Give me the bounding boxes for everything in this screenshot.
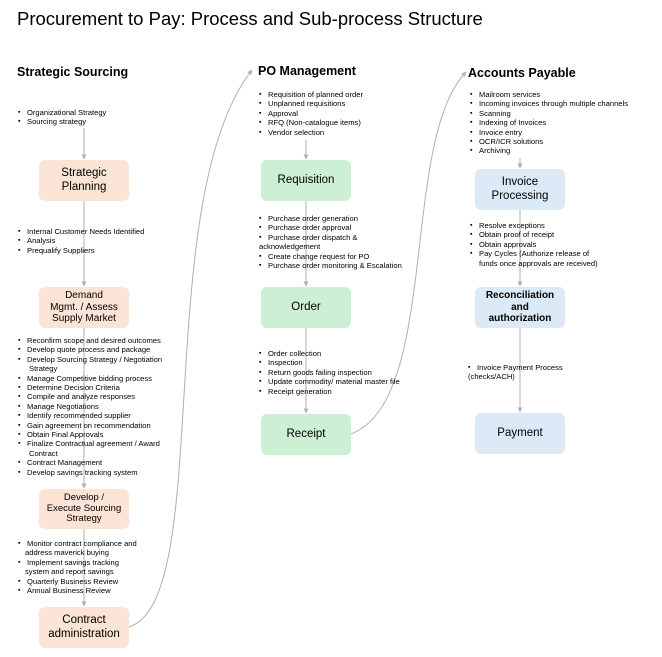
box-reconciliation-authorization: Reconciliation and authorization bbox=[475, 287, 565, 328]
list-item: Strategy bbox=[29, 364, 58, 374]
list-item: system and report savings bbox=[25, 567, 114, 577]
box-line: administration bbox=[48, 627, 120, 640]
box-requisition: Requisition bbox=[261, 160, 351, 201]
list-item: Compile and analyze responses bbox=[18, 392, 162, 402]
list-item: Contract Management bbox=[18, 458, 162, 468]
list-item: Develop savings tracking system bbox=[18, 468, 162, 478]
list-item: Manage Competitive bidding process bbox=[18, 374, 162, 384]
box-line: Execute Sourcing bbox=[46, 502, 122, 514]
list-item: Purchase order dispatch & bbox=[259, 233, 402, 243]
list-item: Annual Business Review bbox=[18, 586, 137, 596]
list-item: Approval bbox=[259, 109, 363, 119]
list-item: Indexing of Invoices bbox=[470, 118, 628, 128]
list-item: Unplanned requisitions bbox=[259, 99, 363, 109]
list-item: Reconfirm scope and desired outcomes bbox=[18, 336, 162, 346]
heading-strategic-sourcing: Strategic Sourcing bbox=[17, 65, 129, 79]
box-line: Reconciliation bbox=[485, 290, 555, 302]
list-item: Return goods failing inspection bbox=[259, 368, 400, 378]
list-item: funds once approvals are received) bbox=[479, 258, 598, 268]
list-item: Identify recommended supplier bbox=[18, 411, 162, 421]
list-item: Vendor selection bbox=[259, 128, 363, 138]
box-contract-administration: Contract administration bbox=[39, 607, 129, 648]
box-order: Order bbox=[261, 287, 351, 328]
list-item: address maverick buying bbox=[25, 548, 109, 558]
box-line: Strategic bbox=[61, 167, 107, 180]
box-line: Invoice bbox=[501, 176, 539, 189]
list-item: Develop quote process and package bbox=[18, 345, 162, 355]
list-item: Requisition of planned order bbox=[259, 90, 363, 100]
list-item: Manage Negotiations bbox=[18, 402, 162, 412]
list-item: (checks/ACH) bbox=[468, 372, 515, 382]
heading-accounts-payable: Accounts Payable bbox=[468, 66, 576, 80]
list-item: Analysis bbox=[18, 236, 144, 246]
box-line: Mgmt. / Assess bbox=[50, 301, 118, 313]
box-receipt: Receipt bbox=[261, 414, 351, 455]
arrow-po-to-ap bbox=[350, 71, 467, 435]
list-item: Order collection bbox=[259, 349, 400, 359]
box-line: Develop / bbox=[63, 491, 105, 503]
list-ap-2: Resolve exceptions Obtain proof of recei… bbox=[470, 221, 598, 268]
list-item: Develop Sourcing Strategy / Negotiation bbox=[18, 355, 162, 365]
list-sourcing-2: Internal Customer Needs Identified Analy… bbox=[18, 227, 144, 256]
list-item: Gain agreement on recommendation bbox=[18, 421, 162, 431]
list-item: Obtain approvals bbox=[470, 240, 598, 250]
list-item: Purchase order monitoring & Escalation bbox=[259, 261, 402, 271]
heading-po-management: PO Management bbox=[258, 64, 356, 78]
list-po-1: Requisition of planned order Unplanned r… bbox=[259, 90, 363, 137]
box-strategic-planning: Strategic Planning bbox=[39, 160, 129, 201]
box-invoice-processing: Invoice Processing bbox=[475, 169, 565, 210]
list-item: Monitor contract compliance and bbox=[18, 539, 137, 549]
list-item: Finalize Contractual agreement / Award bbox=[18, 439, 162, 449]
list-item: Pay Cycles (Authorize release of bbox=[470, 249, 598, 259]
list-item: Receipt generation bbox=[259, 387, 400, 397]
list-item: Purchase order approval bbox=[259, 223, 402, 233]
list-sourcing-4: Monitor contract compliance and address … bbox=[18, 539, 137, 596]
list-sourcing-1: Organizational Strategy Sourcing strateg… bbox=[18, 108, 106, 127]
box-line: authorization bbox=[488, 313, 552, 325]
list-item: Obtain Final Approvals bbox=[18, 430, 162, 440]
list-item: Internal Customer Needs Identified bbox=[18, 227, 144, 237]
list-item: Mailroom services bbox=[470, 90, 628, 100]
list-item: Organizational Strategy bbox=[18, 108, 106, 118]
list-item: Obtain proof of receipt bbox=[470, 230, 598, 240]
list-item: Invoice Payment Process bbox=[468, 363, 563, 373]
box-demand-mgmt: Demand Mgmt. / Assess Supply Market bbox=[39, 287, 129, 328]
list-item: Incoming invoices through multiple chann… bbox=[470, 99, 628, 109]
box-develop-execute-sourcing: Develop / Execute Sourcing Strategy bbox=[39, 489, 129, 529]
page-title: Procurement to Pay: Process and Sub-proc… bbox=[17, 8, 483, 29]
list-item: Purchase order generation bbox=[259, 214, 402, 224]
list-item: Implement savings tracking bbox=[18, 558, 137, 568]
list-ap-1: Mailroom services Incoming invoices thro… bbox=[470, 90, 628, 156]
list-sourcing-3: Reconfirm scope and desired outcomes Dev… bbox=[18, 336, 162, 478]
list-item: Invoice entry bbox=[470, 128, 628, 138]
list-item: RFQ (Non-catalogue items) bbox=[259, 118, 363, 128]
list-item: Update commodity/ material master file bbox=[259, 377, 400, 387]
list-item: Scanning bbox=[470, 109, 628, 119]
list-item: Resolve exceptions bbox=[470, 221, 598, 231]
box-line: Contract bbox=[62, 614, 106, 627]
list-item: acknowledgement bbox=[259, 242, 321, 252]
list-item: Archiving bbox=[470, 146, 628, 156]
list-ap-3: Invoice Payment Process (checks/ACH) bbox=[468, 363, 563, 382]
list-po-3: Order collection Inspection Return goods… bbox=[259, 349, 400, 396]
list-item: Prequalify Suppliers bbox=[18, 246, 144, 256]
list-item: Quarterly Business Review bbox=[18, 577, 137, 587]
list-item: Determine Decision Criteria bbox=[18, 383, 162, 393]
list-po-2: Purchase order generation Purchase order… bbox=[259, 214, 402, 271]
arrow-sourcing-to-po bbox=[128, 69, 253, 628]
list-item: Sourcing strategy bbox=[18, 117, 106, 127]
box-line: Supply Market bbox=[52, 313, 116, 325]
box-line: Processing bbox=[491, 189, 549, 202]
list-item: Contract bbox=[29, 448, 58, 458]
box-line: and bbox=[511, 301, 529, 313]
box-line: Strategy bbox=[66, 513, 102, 525]
box-line: Demand bbox=[65, 290, 103, 302]
box-payment: Payment bbox=[475, 413, 565, 454]
list-item: OCR/ICR solutions bbox=[470, 137, 628, 147]
box-line: Planning bbox=[61, 180, 107, 193]
list-item: Create change request for PO bbox=[259, 252, 402, 262]
list-item: Inspection bbox=[259, 358, 400, 368]
